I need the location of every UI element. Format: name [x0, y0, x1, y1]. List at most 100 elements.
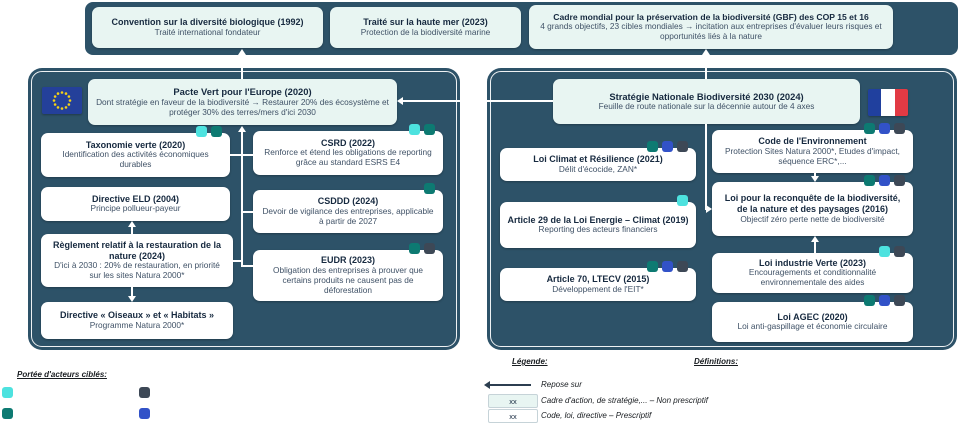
connector-line: [131, 227, 133, 234]
tag-gray: [677, 141, 688, 152]
connector-line: [403, 100, 553, 102]
arrow-snb-to-pacte-vert: [397, 97, 403, 105]
box-subtitle: Identification des activités économiques…: [62, 149, 209, 170]
box-article-70-ltecv: Article 70, LTECV (2015) Développement d…: [500, 261, 696, 301]
box-subtitle: Reporting des acteurs financiers: [538, 224, 658, 235]
box-title: Article 29 de la Loi Energie – Climat (2…: [507, 214, 689, 225]
tag-blue: [879, 295, 890, 306]
box-subtitle: 4 grands objectifs, 23 cibles mondiales …: [540, 21, 882, 42]
box-title: Directive « Oiseaux » et « Habitats »: [59, 310, 215, 321]
tag-teal: [864, 295, 875, 306]
box-title: Loi Climat et Résilience (2021): [533, 154, 663, 165]
legend-arrow-icon: [484, 381, 490, 389]
tag-blue: [879, 123, 890, 134]
connector-line: [131, 287, 133, 296]
tag-gray: [894, 175, 905, 186]
tag-gray: [424, 243, 435, 254]
tag-gray: [894, 123, 905, 134]
legend-title: Légende:: [512, 357, 548, 366]
box-subtitle: Protection de la biodiversité marine: [360, 26, 491, 37]
legend-non-prescriptif-label: Cadre d'action, de stratégie,... – Non p…: [541, 396, 708, 405]
box-directive-eld: Directive ELD (2004) Principe pollueur-p…: [41, 187, 230, 221]
box-subtitle: Programme Natura 2000*: [89, 319, 185, 330]
legend-arrow-line: [489, 384, 531, 386]
box-title: Convention sur la diversité biologique (…: [111, 17, 304, 28]
tag-teal: [647, 141, 658, 152]
box-title: Pacte Vert pour l'Europe (2020): [173, 86, 312, 98]
tag-gray: [139, 387, 150, 398]
scope-tags: [879, 246, 905, 257]
tag-teal: [424, 124, 435, 135]
box-title: CSDDD (2024): [317, 196, 379, 207]
box-strategie-nationale-biodiversite: Stratégie Nationale Biodiversité 2030 (2…: [553, 79, 860, 124]
box-title: Loi industrie Verte (2023): [758, 257, 867, 268]
tag-gray: [894, 246, 905, 257]
box-subtitle: Délit d'écocide, ZAN*: [558, 163, 638, 174]
box-subtitle: Protection Sites Natura 2000*, Etudes d'…: [725, 145, 900, 166]
tag-cyan: [879, 246, 890, 257]
connector-branch-taxonomie-csrd: [230, 154, 253, 156]
tag-teal: [864, 175, 875, 186]
box-title: Cadre mondial pour la préservation de la…: [553, 11, 869, 22]
box-subtitle: Dont stratégie en faveur de la biodivers…: [96, 96, 389, 117]
connector-line: [705, 55, 707, 79]
tag-teal: [647, 261, 658, 272]
box-reglement-restauration: Règlement relatif à la restauration de l…: [41, 234, 233, 287]
box-taxonomie-verte: Taxonomie verte (2020) Identification de…: [41, 126, 230, 177]
arrow-snb-to-gbf: [702, 49, 710, 55]
arrow-snb-to-reconquete: [706, 205, 712, 213]
box-subtitle: D'ici à 2030 : 20% de restauration, en p…: [54, 260, 220, 281]
box-title: EUDR (2023): [320, 255, 376, 266]
scope-tags: [677, 195, 688, 206]
box-loi-reconquete-biodiversite: Loi pour la reconquête de la biodiversit…: [712, 175, 913, 236]
box-subtitle: Obligation des entreprises à prouver que…: [273, 264, 423, 295]
box-title: Règlement relatif à la restauration de l…: [52, 239, 222, 261]
scope-tags: [864, 175, 905, 186]
tag-gray: [894, 295, 905, 306]
connector-line: [814, 242, 816, 253]
box-subtitle: Développement de l'EIT*: [552, 283, 644, 294]
actor-swatch-column-1: [2, 387, 13, 419]
tag-blue: [662, 261, 673, 272]
tag-teal: [2, 408, 13, 419]
box-eudr: EUDR (2023) Obligation des entreprises à…: [253, 243, 443, 301]
tag-blue: [139, 408, 150, 419]
legend-sample-non-prescriptif: xx: [488, 394, 538, 408]
tag-cyan: [677, 195, 688, 206]
connector-branch-reglement: [233, 260, 243, 262]
box-traite-haute-mer: Traité sur la haute mer (2023) Protectio…: [330, 7, 521, 48]
connector-trunk-fr: [705, 124, 707, 210]
box-title: CSRD (2022): [320, 137, 376, 148]
scope-tags: [196, 126, 222, 137]
tag-gray: [677, 261, 688, 272]
tag-cyan: [409, 124, 420, 135]
connector-branch-csddd: [241, 211, 253, 213]
box-title: Stratégie Nationale Biodiversité 2030 (2…: [609, 90, 804, 102]
tag-blue: [879, 175, 890, 186]
box-subtitle: Feuille de route nationale sur la décenn…: [598, 101, 815, 112]
connector-trunk-eu: [241, 132, 243, 267]
connector-line: [814, 173, 816, 177]
tag-teal: [864, 123, 875, 134]
box-subtitle: Principe pollueur-payeur: [90, 203, 181, 214]
box-article-29-loi-energie-climat: Article 29 de la Loi Energie – Climat (2…: [500, 195, 696, 248]
tag-cyan: [2, 387, 13, 398]
box-csddd: CSDDD (2024) Devoir de vigilance des ent…: [253, 183, 443, 233]
box-csrd: CSRD (2022) Renforce et étend les obliga…: [253, 124, 443, 175]
scope-tags: [647, 141, 688, 152]
box-loi-climat-resilience: Loi Climat et Résilience (2021) Délit d'…: [500, 141, 696, 181]
arrow-industrie-to-reconquete: [811, 236, 819, 242]
legend-arrow-label: Repose sur: [541, 380, 582, 389]
arrow-children-to-pacte-vert: [238, 126, 246, 132]
arrow-code-to-reconquete: [811, 176, 819, 182]
arrow-reglement-to-eld: [128, 221, 136, 227]
tag-teal: [211, 126, 222, 137]
box-subtitle: Renforce et étend les obligations de rep…: [264, 147, 432, 168]
tag-teal: [409, 243, 420, 254]
connector-branch-eudr: [241, 265, 253, 267]
box-code-environnement: Code de l'Environnement Protection Sites…: [712, 123, 913, 173]
box-subtitle: Devoir de vigilance des entreprises, app…: [262, 205, 434, 226]
box-subtitle: Encouragements et conditionnalité enviro…: [748, 267, 877, 288]
tag-cyan: [196, 126, 207, 137]
